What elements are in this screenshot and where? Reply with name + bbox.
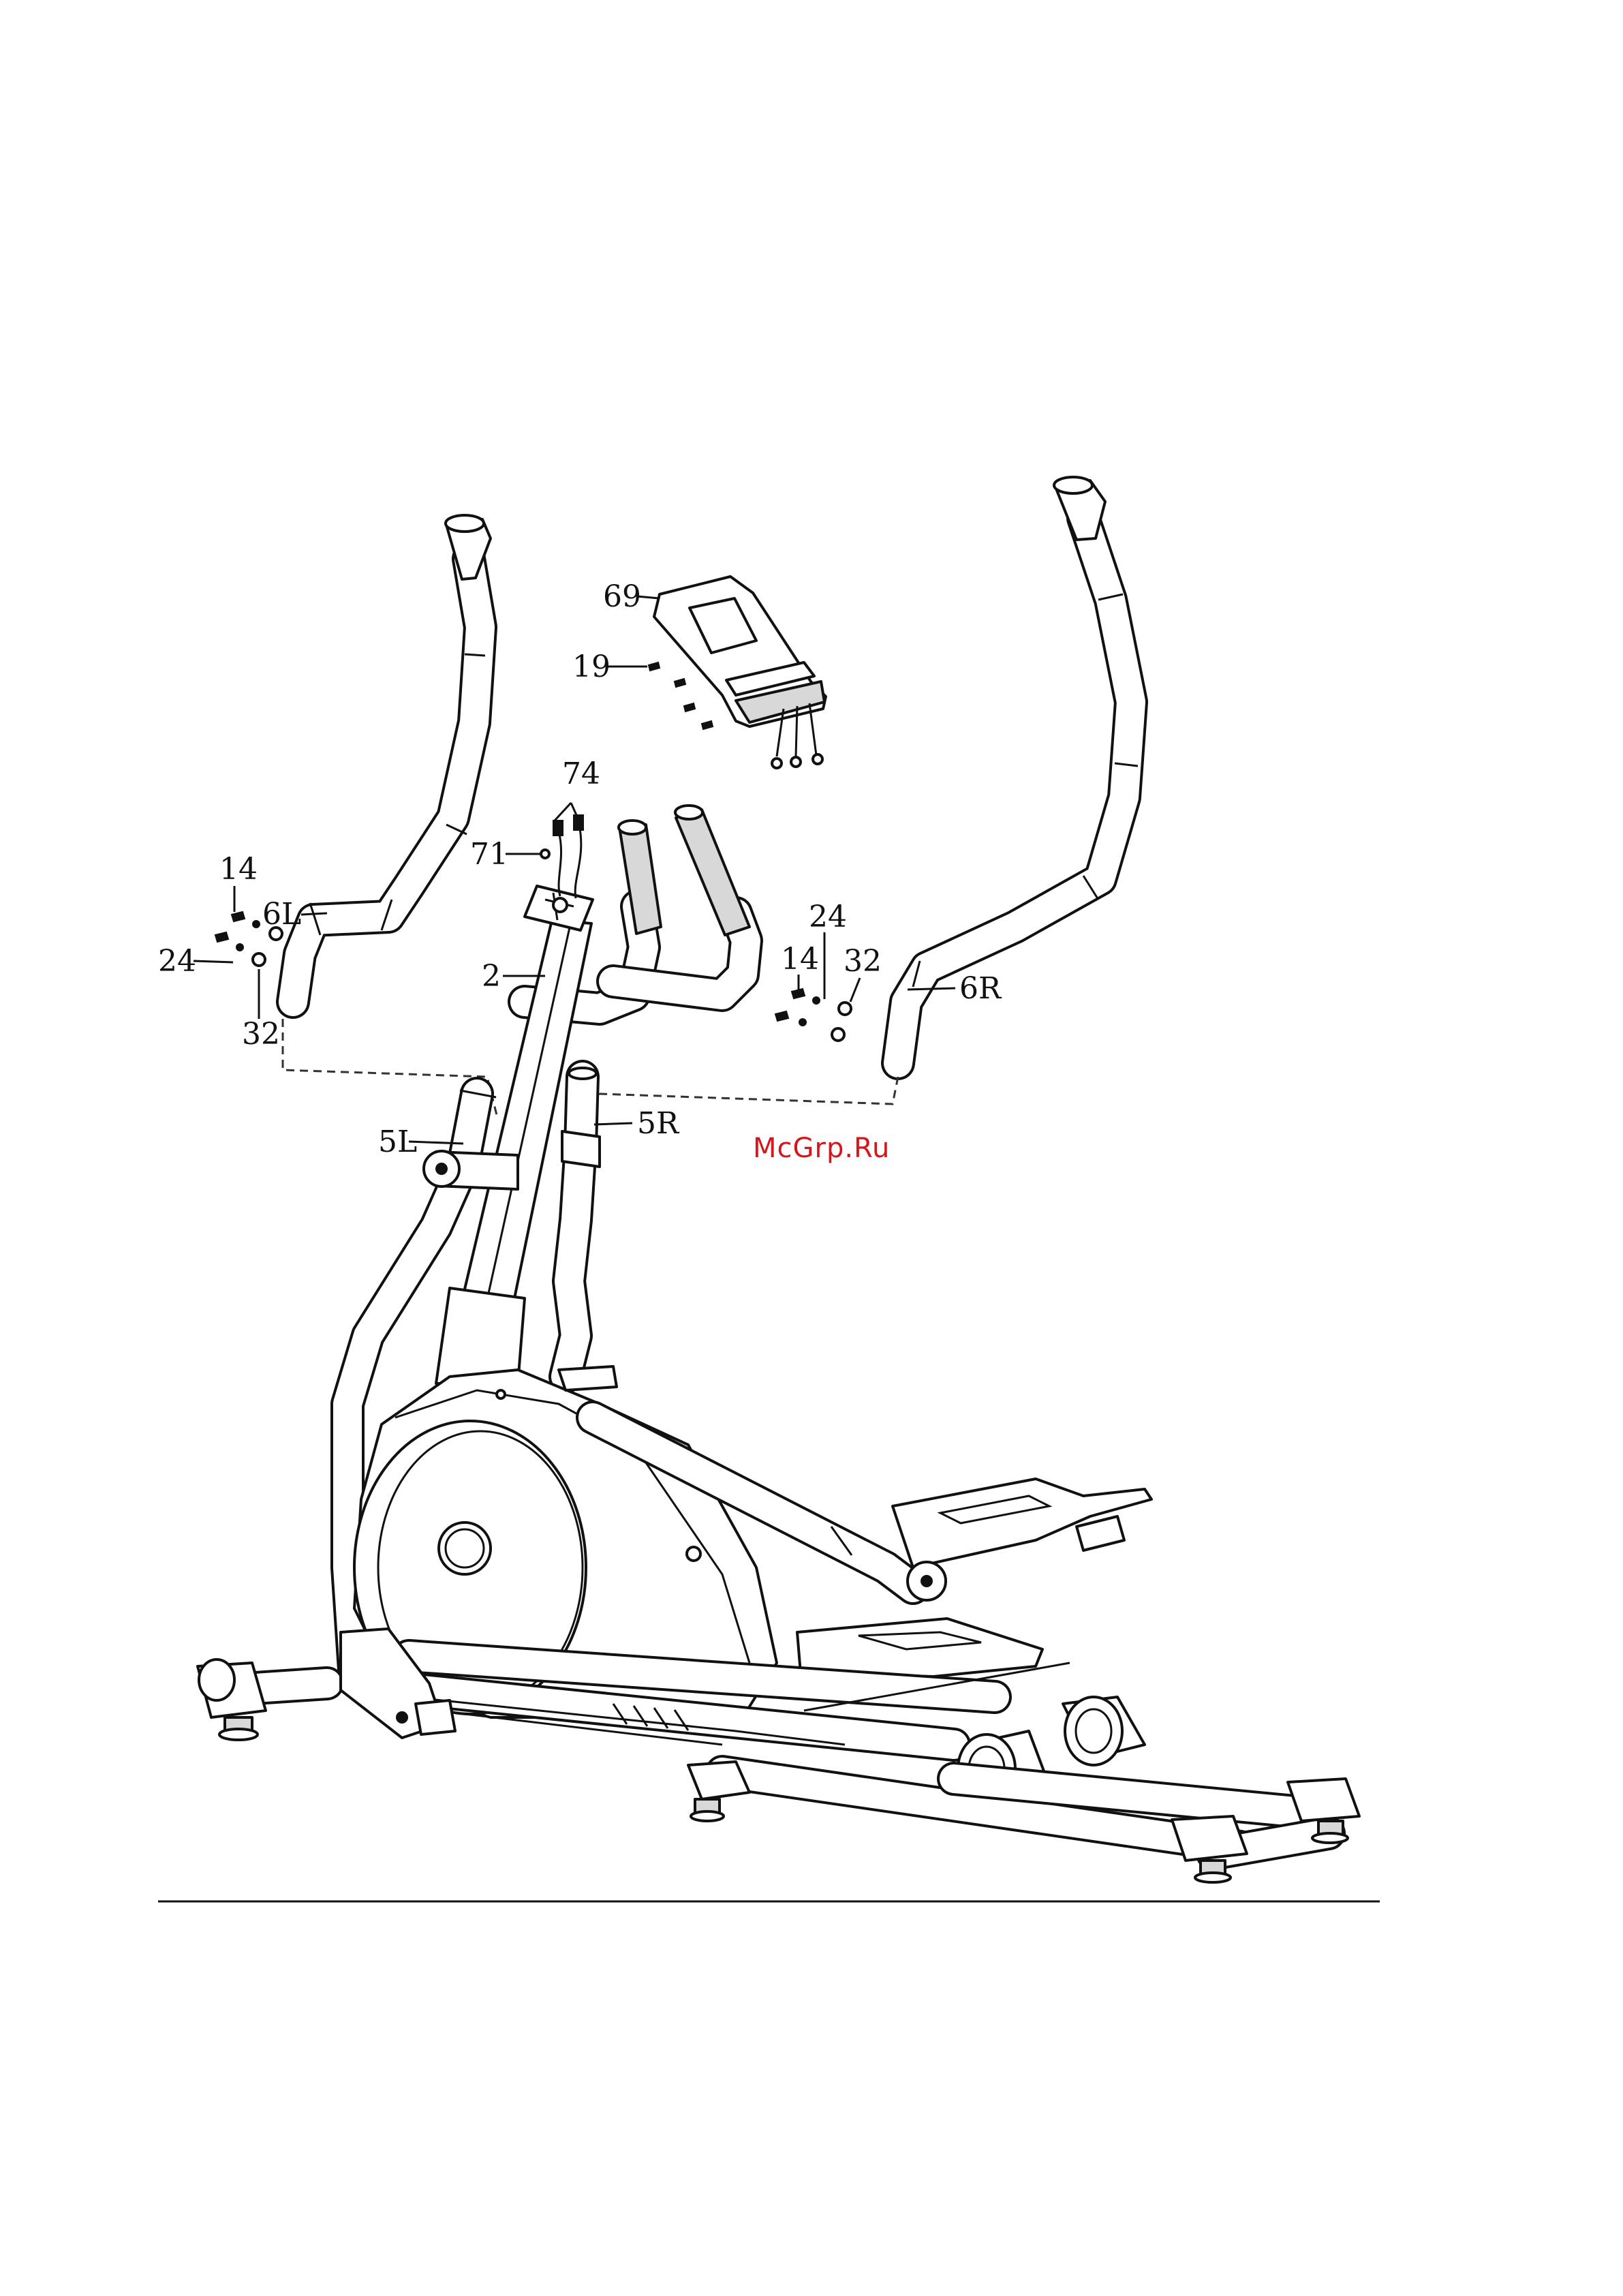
callout-main-post: 2: [482, 959, 501, 994]
right-hardware: [775, 989, 851, 1041]
callout-right-flat-washer: 32: [844, 944, 882, 979]
callout-left-spring-washer: 24: [158, 944, 196, 979]
left-upper-arm: [293, 515, 491, 1002]
callout-left-arm-lower: 5L: [378, 1124, 417, 1159]
callout-right-spring-washer: 24: [809, 900, 847, 934]
right-lower-arm: [562, 1068, 600, 1377]
display-console: [654, 577, 826, 768]
callout-left-bolt: 14: [219, 852, 258, 887]
callout-right-arm-lower: 5R: [637, 1106, 680, 1141]
wire-harness: [541, 815, 583, 898]
callout-right-bolt: 14: [781, 942, 819, 977]
right-alignment-line: [593, 1077, 898, 1104]
right-upper-arm: [898, 477, 1138, 1063]
callout-console-screw: 19: [572, 649, 610, 684]
callout-bolt-nut: 71: [470, 837, 508, 872]
watermark: McGrp.Ru: [753, 1133, 890, 1164]
callout-wire-connector: 74: [562, 756, 600, 791]
callout-display-console: 69: [603, 579, 641, 614]
callout-left-arm-upper: 6L: [262, 897, 301, 932]
pedals: [797, 1479, 1151, 1677]
callout-right-arm-upper: 6R: [959, 971, 1002, 1006]
callout-left-flat-washer: 32: [242, 1017, 280, 1052]
